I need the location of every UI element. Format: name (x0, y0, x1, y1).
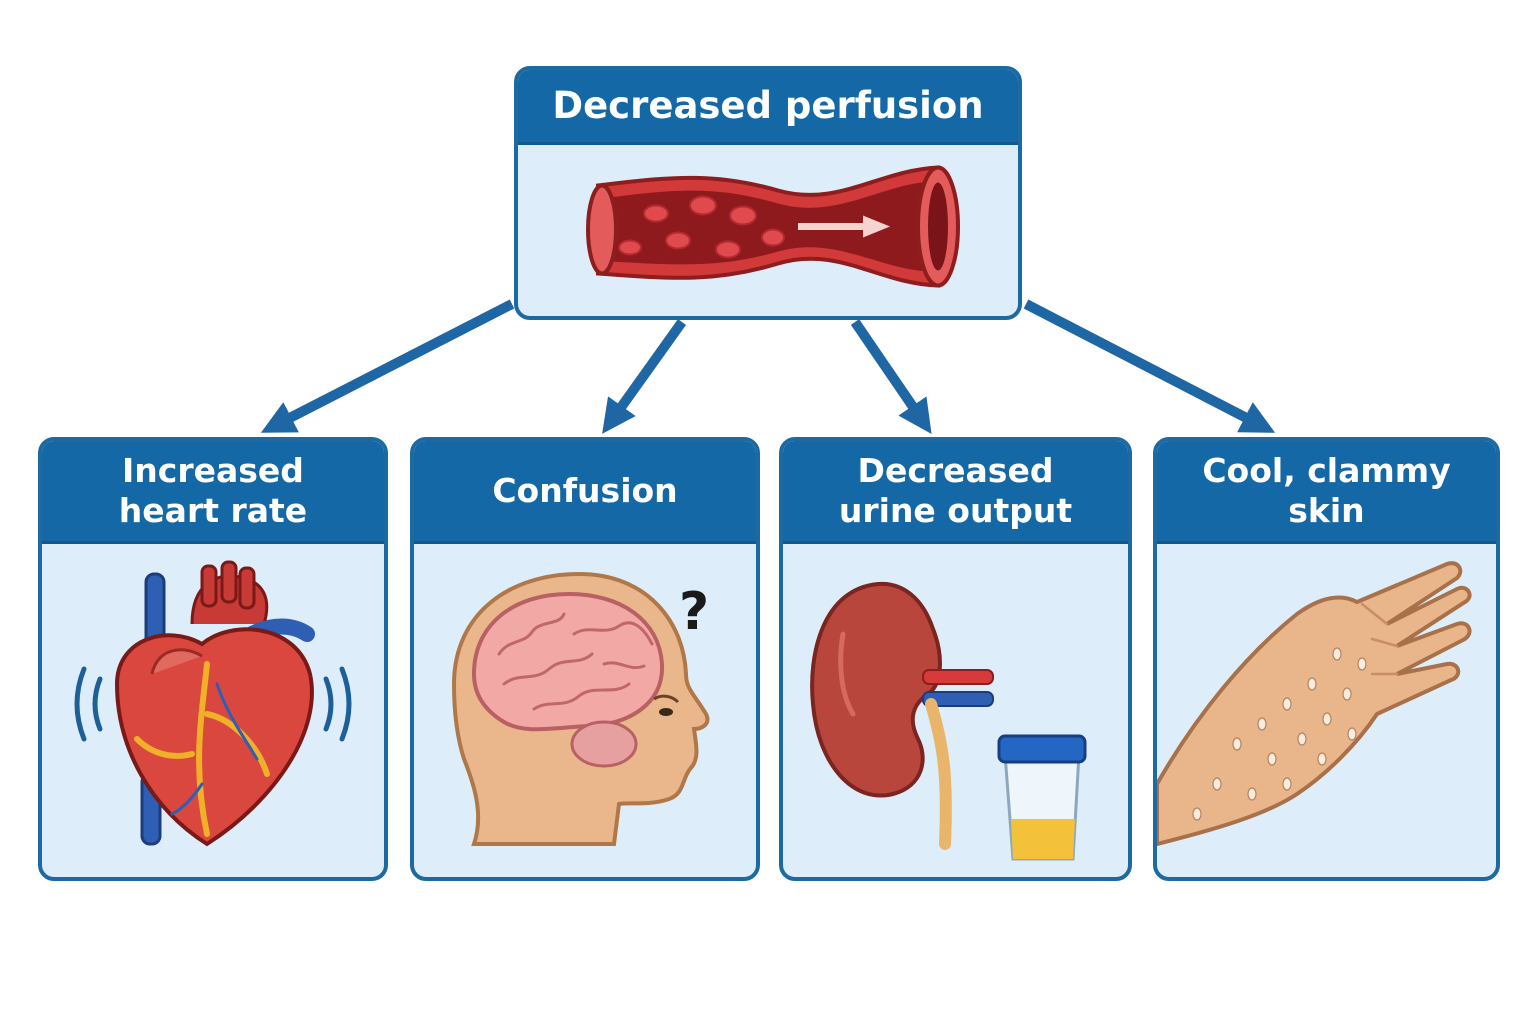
arrow-to-confusion (602, 319, 687, 434)
increased-heart-rate-box: Increased heart rate (38, 437, 388, 881)
head-illustration: ? (414, 544, 756, 877)
kidney-illustration (783, 544, 1128, 877)
blood-vessel-icon (586, 165, 960, 288)
confusion-title: Confusion (414, 441, 756, 544)
arrow-to-heart-rate (260, 299, 515, 433)
decreased-urine-output-title: Decreased urine output (783, 441, 1128, 544)
blood-vessel-illustration (518, 145, 1018, 316)
kidney-icon (810, 581, 1087, 861)
arrow-to-skin (1023, 299, 1276, 433)
head-brain-icon: ? (451, 571, 710, 846)
hand-illustration (1157, 544, 1496, 877)
cool-clammy-skin-title: Cool, clammy skin (1157, 441, 1496, 544)
cool-clammy-skin-box: Cool, clammy skin (1153, 437, 1500, 881)
svg-text:?: ? (679, 582, 709, 642)
decreased-perfusion-title: Decreased perfusion (518, 70, 1018, 145)
decreased-urine-output-box: Decreased urine output (779, 437, 1132, 881)
decreased-perfusion-box: Decreased perfusion (514, 66, 1022, 320)
heart-illustration (42, 544, 384, 877)
increased-heart-rate-title: Increased heart rate (42, 441, 384, 544)
heart-icon (74, 560, 352, 847)
arrow-to-urine-output (850, 319, 932, 435)
hand-icon (1157, 561, 1472, 847)
confusion-box: Confusion ? (410, 437, 760, 881)
